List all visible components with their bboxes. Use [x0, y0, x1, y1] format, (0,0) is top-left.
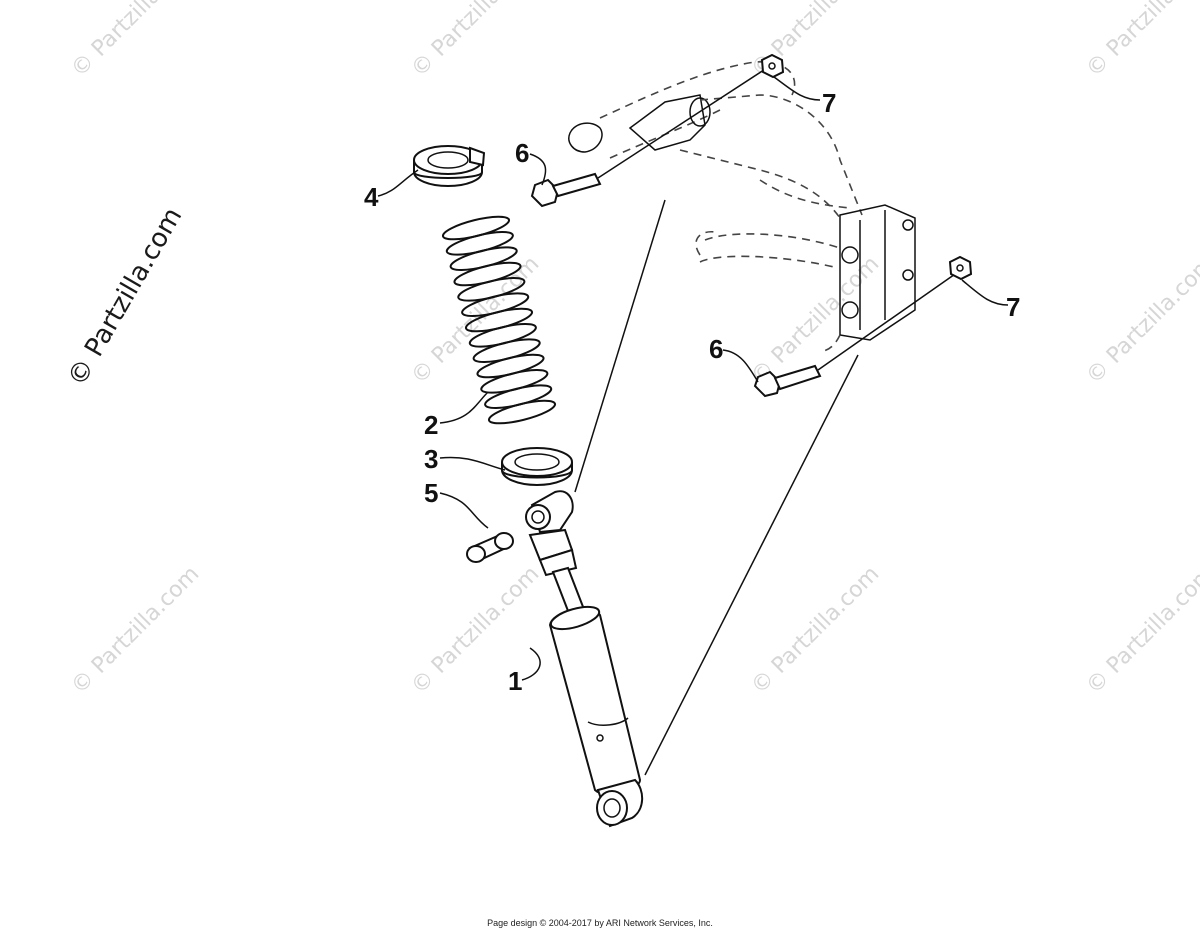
nut-upper — [760, 53, 785, 79]
spring-coil — [480, 369, 549, 394]
watermark: © Partzilla.com — [747, 562, 885, 700]
footer-copyright: Page design © 2004-2017 by ARI Network S… — [487, 918, 713, 928]
mount-guide-line — [644, 354, 859, 776]
spring-coil — [472, 338, 541, 363]
spring-coil — [487, 399, 557, 425]
spring-seat — [501, 447, 573, 486]
spring-retainer — [413, 145, 486, 187]
nut-lower — [948, 255, 973, 281]
bushing — [466, 532, 514, 563]
watermark: © Partzilla.com — [1082, 562, 1200, 700]
spring-coil — [441, 215, 511, 241]
watermark: © Partzilla.com — [1082, 252, 1200, 390]
callout-2: 2 — [424, 410, 438, 440]
bolt-lower — [753, 271, 959, 398]
watermark: © Partzilla.com — [1082, 0, 1200, 82]
swing-arm-frame — [568, 61, 916, 353]
callout-6-upper: 6 — [515, 138, 529, 168]
watermark: © Partzilla.com — [407, 0, 545, 82]
callout-7-upper: 7 — [822, 88, 836, 118]
watermark-grid: © Partzilla.com © Partzilla.com © Partzi… — [67, 0, 1200, 699]
callout-4: 4 — [364, 182, 379, 212]
callout-7-lower: 7 — [1006, 292, 1020, 322]
spring-coil — [476, 353, 545, 379]
callout-6-lower: 6 — [709, 334, 723, 364]
watermark: © Partzilla.com — [67, 562, 205, 700]
callout-5: 5 — [424, 478, 438, 508]
bolt-upper — [530, 65, 771, 208]
partzilla-watermark: © Partzilla.com — [62, 203, 188, 392]
coil-spring — [441, 215, 557, 425]
callout-3: 3 — [424, 444, 438, 474]
watermark: © Partzilla.com — [67, 0, 205, 82]
watermark: © Partzilla.com — [407, 562, 545, 700]
mount-guide-line — [574, 199, 666, 493]
shock-absorber — [525, 490, 644, 828]
spring-coil — [445, 231, 514, 256]
callout-leaders — [377, 76, 1009, 681]
callout-1: 1 — [508, 666, 522, 696]
spring-coil — [484, 384, 553, 409]
